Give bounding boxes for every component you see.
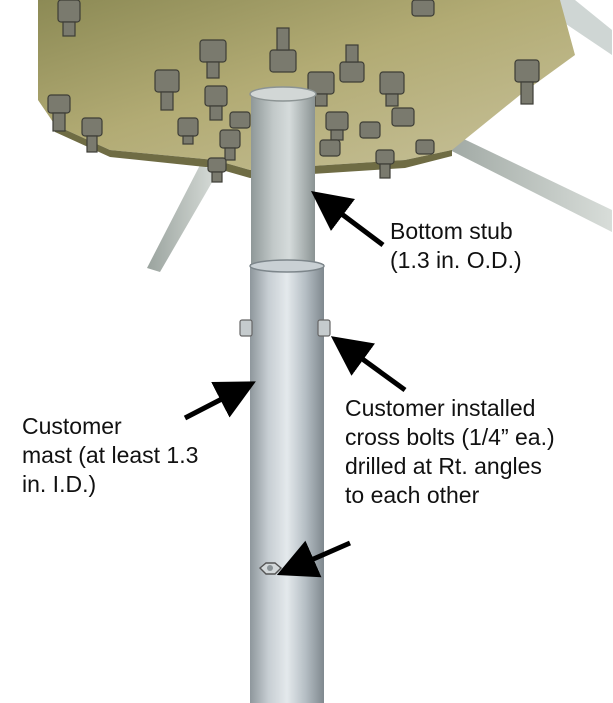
- mounting-plate: [38, 0, 575, 170]
- label-bottom-stub-line1: Bottom stub: [390, 218, 513, 244]
- label-cross-bolts-line4: to each other: [345, 482, 480, 508]
- bottom-stub: [251, 92, 315, 270]
- label-cross-bolts-line3: drilled at Rt. angles: [345, 453, 542, 479]
- plate-shadow-edge: [55, 125, 452, 178]
- customer-mast: [250, 264, 324, 703]
- arrow-cross-bolt-upper: [330, 336, 407, 393]
- right-strut: [430, 130, 612, 232]
- label-cross-bolts-line2: cross bolts (1/4” ea.): [345, 424, 555, 450]
- label-customer-mast-line3: in. I.D.): [22, 471, 97, 497]
- label-customer-mast: Customer mast (at least 1.3 in. I.D.): [22, 412, 198, 499]
- arrow-cross-bolt-lower: [276, 540, 352, 578]
- mast-top-rim: [249, 259, 325, 273]
- label-bottom-stub: Bottom stub (1.3 in. O.D.): [390, 217, 522, 275]
- plate-bolts: [47, 0, 540, 183]
- arrow-bottom-stub: [311, 191, 385, 247]
- label-customer-mast-line1: Customer: [22, 413, 122, 439]
- label-bottom-stub-line2: (1.3 in. O.D.): [390, 247, 522, 273]
- stub-collar: [249, 86, 317, 102]
- arrow-customer-mast: [183, 381, 256, 421]
- cross-bolt-upper: [239, 319, 331, 337]
- label-cross-bolts-line1: Customer installed: [345, 395, 536, 421]
- right-upper-brace: [548, 0, 612, 55]
- left-strut: [147, 165, 218, 272]
- label-cross-bolts: Customer installed cross bolts (1/4” ea.…: [345, 394, 555, 510]
- label-customer-mast-line2: mast (at least 1.3: [22, 442, 199, 468]
